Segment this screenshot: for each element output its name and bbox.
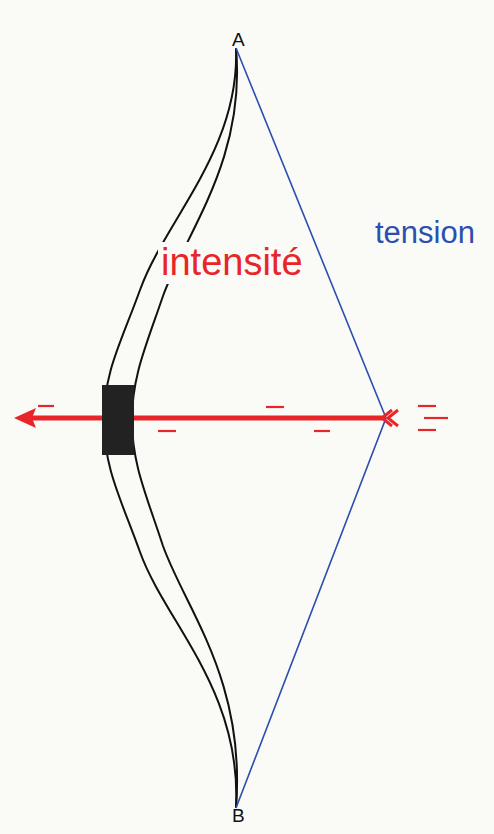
bow-grip: [102, 385, 134, 455]
point-label: A: [232, 30, 245, 51]
bow-string: [236, 48, 386, 808]
arrow-fletching: [382, 410, 398, 426]
bow-limb-inner: [132, 48, 237, 808]
voltage-label: tension: [372, 216, 478, 250]
point-label: B: [232, 806, 245, 827]
arrow-head: [14, 408, 36, 428]
arrow-shaft: [26, 416, 386, 421]
current-label: intensité: [158, 242, 306, 284]
charge-marks: [38, 406, 448, 431]
